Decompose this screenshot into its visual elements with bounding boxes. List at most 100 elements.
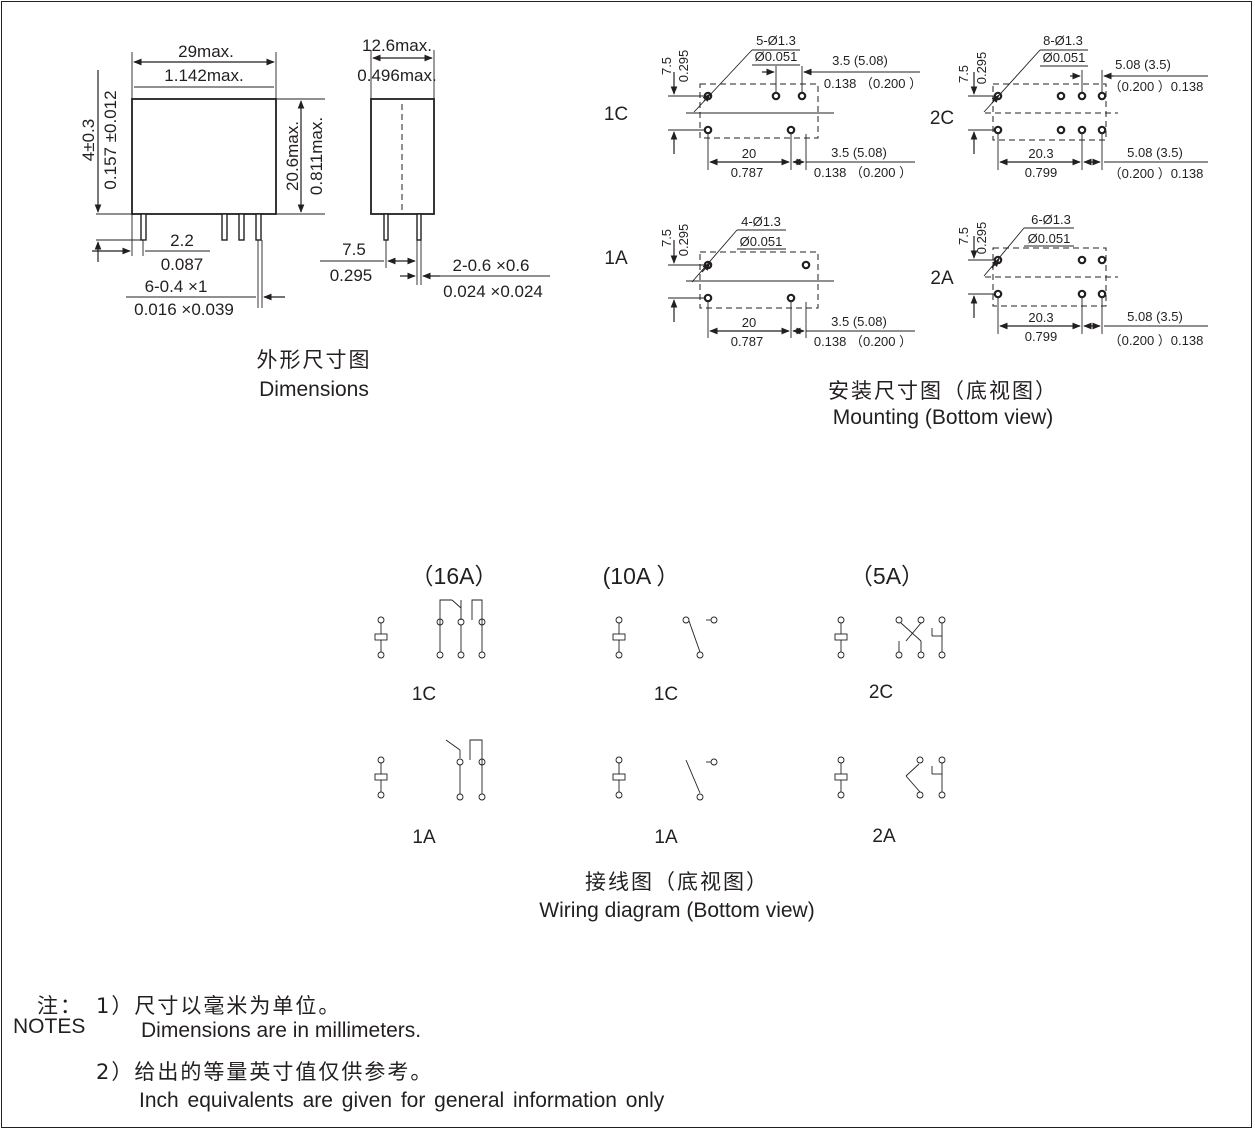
mounting-caption-cn: 安装尺寸图（底视图） [828, 379, 1058, 403]
m2a-bot-mm: 5.08 (3.5) [1127, 309, 1183, 324]
pin-length-mm: 4±0.3 [79, 119, 98, 161]
pin [140, 213, 147, 241]
pin [383, 213, 389, 241]
m2a-span-mm: 20.3 [1028, 310, 1053, 325]
m2c-bot-mm: 5.08 (3.5) [1127, 145, 1183, 160]
width-in: 1.142max. [164, 66, 243, 85]
contact-5a-2c [895, 616, 946, 659]
wiring-head-16a: （16A） [411, 563, 498, 589]
pin-offset-in: 0.087 [161, 255, 204, 274]
coil-symbol [612, 616, 626, 659]
m1c-top-mm: 3.5 (5.08) [832, 53, 888, 68]
m2c-top-in: （0.200 ）0.138 [1109, 79, 1204, 94]
mounting-1c: 1C 7.5 0.295 5-Ø1.3 Ø0.051 3.5 (5.08) 0.… [604, 33, 922, 180]
m1a-span-in: 0.787 [731, 334, 764, 349]
pin [221, 213, 228, 241]
coil-symbol [612, 756, 626, 799]
m1c-bot-in: 0.138 （0.200 ） [814, 165, 912, 180]
m2c-row-in: 0.295 [974, 52, 989, 85]
notes-label-en: NOTES [13, 1015, 86, 1038]
contact-10a-1c [682, 616, 718, 659]
row-gap-mm: 7.5 [342, 240, 366, 259]
mounting-2c: 2C 7.5 0.295 8-Ø1.3 Ø0.051 5.08 (3.5) （0… [930, 33, 1208, 181]
wiring-label-5a-2a: 2A [872, 826, 896, 847]
mounting-caption-en: Mounting (Bottom view) [832, 406, 1054, 429]
width-mm: 29max. [178, 42, 234, 61]
m1a-row-in: 0.295 [676, 224, 691, 257]
wiring-caption-en: Wiring diagram (Bottom view) [539, 899, 815, 922]
m1a-dia: Ø0.051 [740, 234, 783, 249]
pin-size-mm: 6-0.4 ×1 [145, 277, 208, 296]
side-view: 12.6max. 0.496max. 7.5 0.295 2-0.6 ×0.6 … [320, 36, 550, 301]
contact-10a-1a [685, 758, 718, 801]
m2c-holes: 8-Ø1.3 [1043, 33, 1083, 48]
m1c-bot-mm: 3.5 (5.08) [831, 145, 887, 160]
m1a-holes: 4-Ø1.3 [741, 214, 781, 229]
row-gap-in: 0.295 [330, 266, 373, 285]
mounting-2a-label: 2A [930, 268, 954, 289]
pin-length-in: 0.157 ±0.012 [101, 90, 120, 189]
relay-body-side [370, 98, 435, 215]
wiring-caption-cn: 接线图（底视图） [585, 870, 769, 894]
contact-16a-1a [445, 739, 486, 801]
note-2-en: Inch equivalents are given for general i… [139, 1089, 665, 1112]
side-pin-in: 0.024 ×0.024 [443, 282, 543, 301]
m1a-bot-mm: 3.5 (5.08) [831, 314, 887, 329]
m1c-row-in: 0.295 [676, 50, 691, 83]
pin [416, 213, 422, 241]
coil-symbol [834, 616, 848, 659]
mounting-2c-label: 2C [930, 108, 954, 129]
contact-16a-1c [436, 599, 486, 659]
m2a-bot-in: （0.200 ）0.138 [1109, 333, 1204, 348]
front-view: 29max. 1.142max. 20.6max. 0.811max. 4±0.… [79, 42, 326, 319]
depth-in: 0.496max. [357, 66, 436, 85]
m1a-bot-in: 0.138 （0.200 ） [814, 334, 912, 349]
dimensions-caption-cn: 外形尺寸图 [256, 348, 372, 372]
m1c-top-in: 0.138 （0.200 ） [824, 76, 922, 91]
dimensions-caption-en: Dimensions [259, 378, 369, 401]
relay-body-front [131, 98, 277, 215]
m2c-span-mm: 20.3 [1028, 146, 1053, 161]
coil-symbol [374, 616, 388, 659]
note-2-cn: 2）给出的等量英寸值仅供参考。 [96, 1060, 434, 1084]
m1a-row-mm: 7.5 [659, 229, 674, 247]
m2c-span-in: 0.799 [1025, 165, 1058, 180]
m1c-holes: 5-Ø1.3 [756, 33, 796, 48]
m1c-span-mm: 20 [742, 146, 756, 161]
wiring-diagrams: （16A） (10A ） （5A） [374, 563, 946, 848]
m2a-span-in: 0.799 [1025, 329, 1058, 344]
m1c-span-in: 0.787 [731, 165, 764, 180]
m2a-row-in: 0.295 [974, 222, 989, 255]
mounting-1a: 1A 7.5 0.295 4-Ø1.3 Ø0.051 20 0.787 3.5 … [604, 214, 915, 349]
coil-symbol [374, 756, 388, 799]
height-in: 0.811max. [307, 117, 326, 195]
mounting-2a: 2A 7.5 0.295 6-Ø1.3 Ø0.051 20.3 0.799 5.… [930, 212, 1208, 348]
wiring-label-10a-1c: 1C [654, 684, 678, 705]
wiring-label-10a-1a: 1A [654, 827, 678, 848]
wiring-head-10a: (10A ） [603, 563, 680, 589]
side-pin-mm: 2-0.6 ×0.6 [452, 256, 529, 275]
m1c-dia: Ø0.051 [755, 49, 798, 64]
m2c-row-mm: 7.5 [956, 65, 971, 83]
m2c-dia: Ø0.051 [1043, 50, 1086, 65]
wiring-label-5a-2c: 2C [869, 682, 893, 703]
m2c-bot-in: （0.200 ）0.138 [1109, 166, 1204, 181]
m2a-dia: Ø0.051 [1028, 231, 1071, 246]
mounting-1a-label: 1A [604, 248, 628, 269]
depth-mm: 12.6max. [362, 36, 432, 55]
m2a-holes: 6-Ø1.3 [1031, 212, 1071, 227]
pin [238, 213, 245, 241]
wiring-head-5a: （5A） [850, 563, 924, 589]
m1a-span-mm: 20 [742, 315, 756, 330]
mounting-1c-label: 1C [604, 104, 628, 125]
notes-label-cn: 注： [37, 994, 83, 1018]
m2c-top-mm: 5.08 (3.5) [1115, 57, 1171, 72]
coil-symbol [834, 756, 848, 799]
pin-offset-mm: 2.2 [170, 231, 194, 250]
wiring-label-16a-1c: 1C [412, 684, 436, 705]
wiring-label-16a-1a: 1A [412, 827, 436, 848]
m2a-row-mm: 7.5 [956, 227, 971, 245]
pin-size-in: 0.016 ×0.039 [134, 300, 234, 319]
